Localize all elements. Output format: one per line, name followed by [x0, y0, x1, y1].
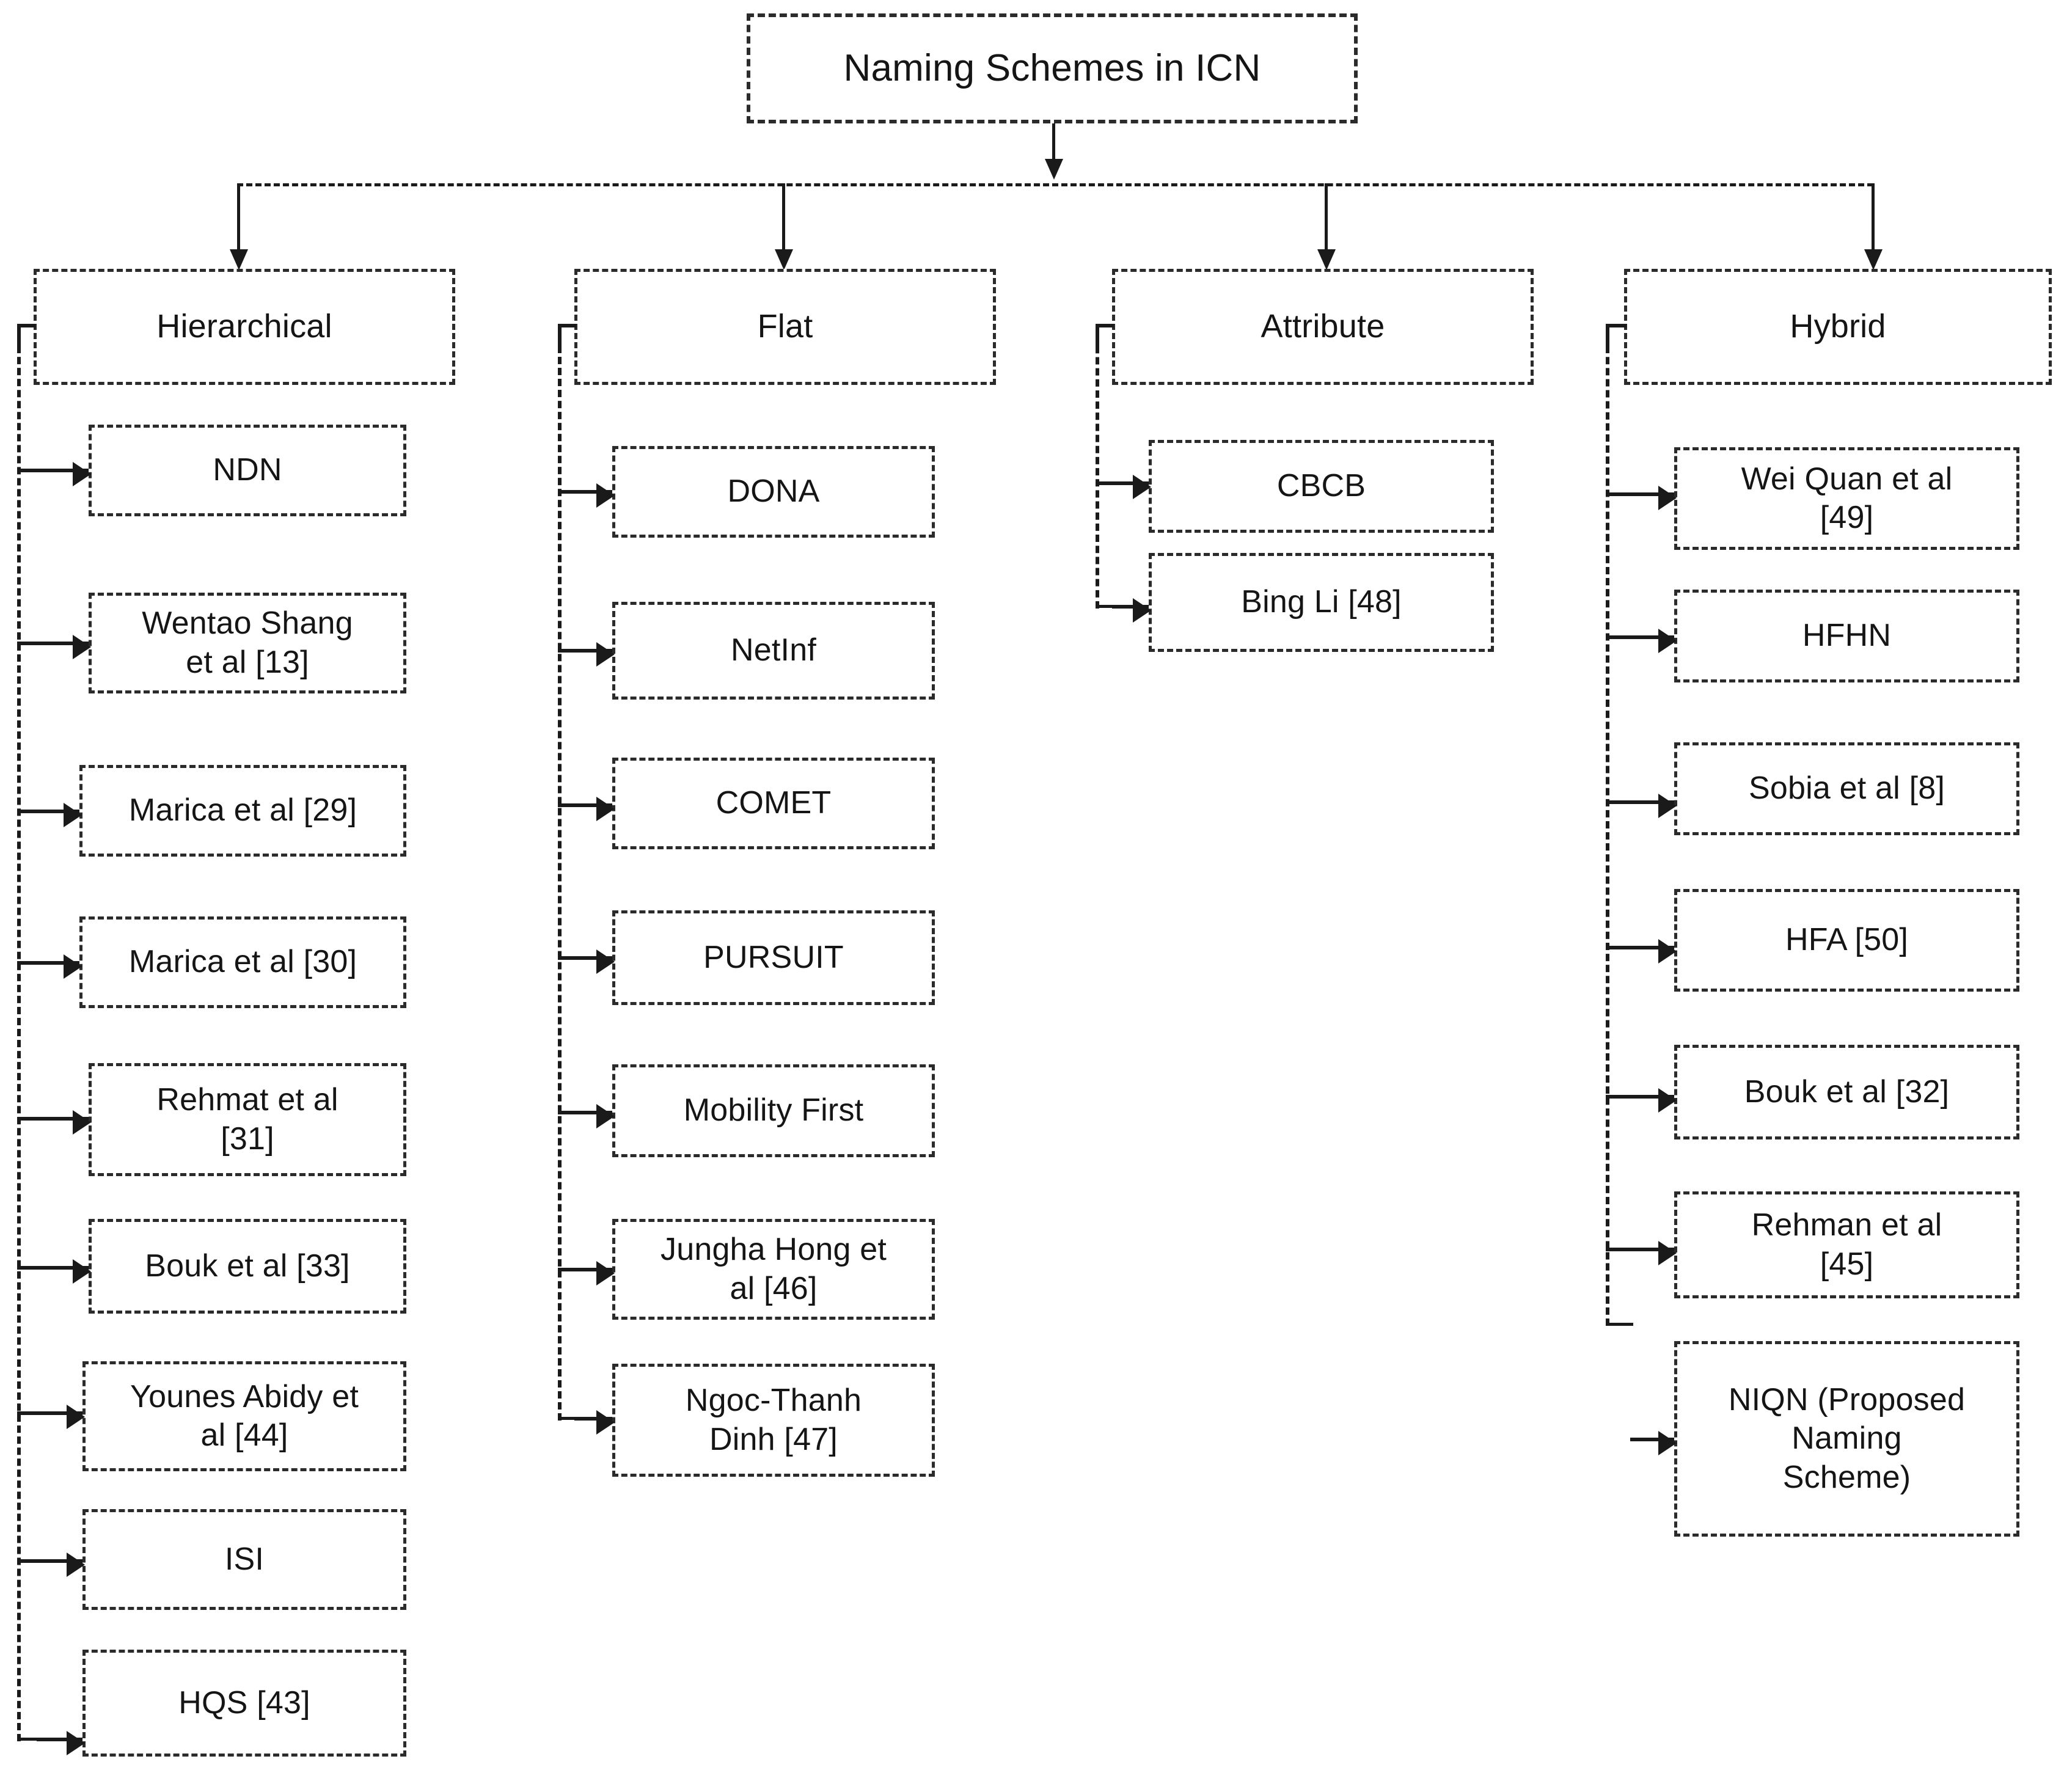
leaf-arrow [1630, 1241, 1677, 1265]
level1-bus [237, 183, 1873, 186]
trunk-tick [1606, 635, 1633, 639]
drop-hybrid-arrow [1864, 183, 1883, 270]
category-flat: Flat [574, 269, 996, 385]
trunk-attribute [1096, 324, 1099, 609]
leaf-arrow [574, 483, 615, 508]
category-attribute: Attribute [1112, 269, 1534, 385]
trunk-tick [558, 649, 582, 653]
leaf-node: Marica et al [29] [79, 765, 406, 857]
drop-attribute-arrow [1317, 183, 1336, 270]
trunk-tick [17, 961, 42, 965]
leaf-arrow [574, 1104, 615, 1128]
leaf-arrow [37, 1731, 85, 1755]
leaf-arrow [574, 1410, 615, 1435]
leaf-arrow [38, 1259, 91, 1284]
leaf-arrow [38, 1110, 91, 1135]
leaf-node: Wei Quan et al [49] [1674, 447, 2019, 550]
drop-flat-arrow [775, 183, 793, 270]
leaf-arrow [574, 797, 615, 821]
drop-hierarchical-arrow [230, 183, 248, 270]
leaf-node: Bouk et al [32] [1674, 1045, 2019, 1139]
category-hierarchical: Hierarchical [34, 269, 455, 385]
trunk-foot-hybrid [1606, 1323, 1633, 1326]
leaf-node: Sobia et al [8] [1674, 742, 2019, 835]
leaf-node: HQS [43] [82, 1650, 406, 1757]
trunk-hybrid [1606, 324, 1609, 1326]
root-stem-arrow [1045, 123, 1063, 180]
leaf-node: ISI [82, 1509, 406, 1610]
leaf-arrow [1630, 1088, 1677, 1113]
leaf-node: Younes Abidy et al [44] [82, 1361, 406, 1471]
leaf-arrow [37, 1552, 85, 1577]
leaf-node: Bouk et al [33] [89, 1219, 406, 1314]
leaf-arrow [38, 635, 91, 659]
trunk-tick [558, 803, 582, 807]
leaf-arrow [1112, 598, 1151, 623]
leaf-arrow [1630, 939, 1677, 964]
trunk-flat [558, 324, 562, 1421]
category-hybrid: Hybrid [1624, 269, 2052, 385]
leaf-node: NDN [89, 425, 406, 516]
trunk-tick [1606, 946, 1633, 949]
trunk-tick [17, 469, 46, 472]
leaf-arrow [1630, 1431, 1677, 1455]
trunk-foot-attribute [1096, 605, 1123, 608]
leaf-node: COMET [612, 758, 935, 849]
leaf-arrow [1112, 475, 1151, 499]
trunk-tick [17, 1559, 45, 1563]
trunk-tick [558, 490, 582, 494]
leaf-node: Marica et al [30] [79, 916, 406, 1008]
trunk-tick [1096, 481, 1120, 485]
trunk-tick [558, 956, 582, 960]
leaf-arrow [34, 803, 82, 827]
leaf-node: HFA [50] [1674, 889, 2019, 992]
leaf-arrow [574, 642, 615, 667]
leaf-node: HFHN [1674, 590, 2019, 682]
leaf-node: NetInf [612, 602, 935, 700]
trunk-tick [17, 1117, 46, 1121]
trunk-tick [1606, 800, 1633, 804]
leaf-node: Bing Li [48] [1149, 553, 1494, 652]
trunk-tick [1606, 1248, 1633, 1251]
leaf-node: DONA [612, 446, 935, 538]
trunk-tick [1606, 492, 1633, 496]
trunk-tick [17, 1411, 45, 1415]
leaf-node: NIQN (Proposed Naming Scheme) [1674, 1341, 2019, 1537]
leaf-node: Jungha Hong et al [46] [612, 1219, 935, 1320]
leaf-arrow [37, 1405, 85, 1429]
trunk-foot-hierarchical [17, 1738, 45, 1741]
leaf-arrow [574, 949, 615, 974]
leaf-node: Wentao Shang et al [13] [89, 593, 406, 693]
leaf-arrow [1630, 486, 1677, 510]
trunk-tick [1606, 1095, 1633, 1099]
leaf-arrow [1630, 794, 1677, 818]
trunk-foot-flat [558, 1417, 585, 1420]
trunk-tick [17, 642, 46, 645]
leaf-node: PURSUIT [612, 910, 935, 1005]
trunk-tick [17, 810, 42, 813]
trunk-tick [558, 1268, 582, 1271]
leaf-node: Mobility First [612, 1064, 935, 1157]
trunk-hierarchical [17, 324, 21, 1741]
leaf-node: CBCB [1149, 440, 1494, 533]
leaf-arrow [574, 1261, 615, 1285]
leaf-node: Rehmat et al [31] [89, 1063, 406, 1176]
leaf-arrow [34, 954, 82, 979]
leaf-node: Rehman et al [45] [1674, 1191, 2019, 1298]
root-node: Naming Schemes in ICN [747, 13, 1358, 123]
trunk-tick [17, 1266, 46, 1270]
trunk-tick [558, 1111, 582, 1114]
leaf-arrow [1630, 629, 1677, 653]
leaf-arrow [38, 462, 91, 486]
leaf-node: Ngoc-Thanh Dinh [47] [612, 1364, 935, 1477]
